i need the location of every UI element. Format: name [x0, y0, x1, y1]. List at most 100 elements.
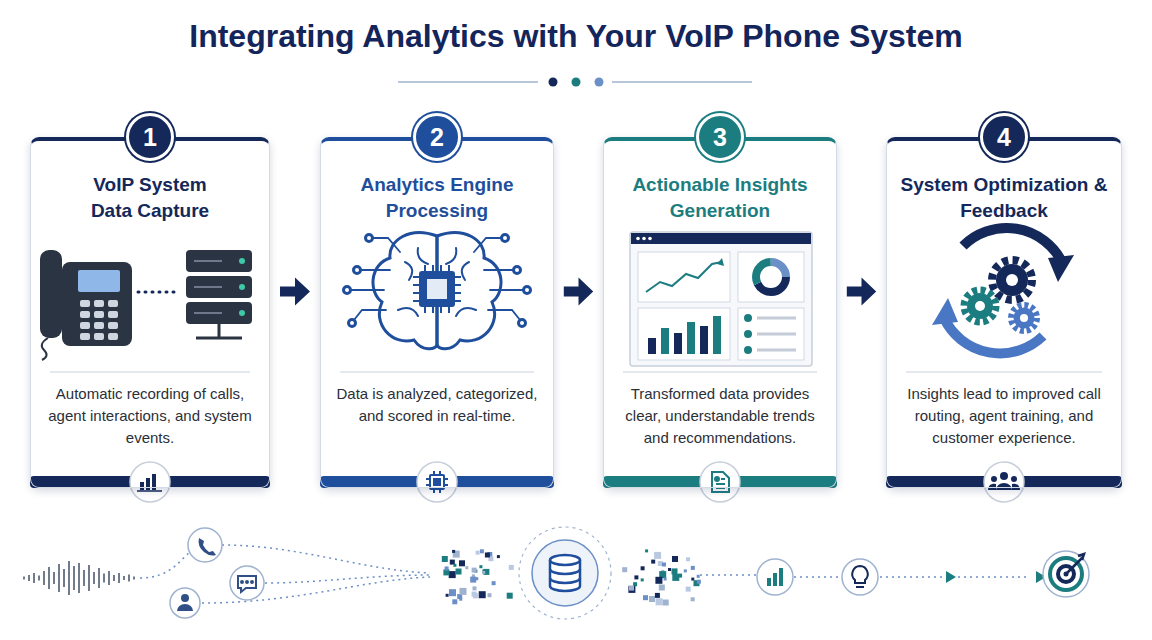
gear-icon — [1020, 314, 1028, 322]
data-pixel — [473, 593, 478, 598]
result-icons — [779, 568, 783, 586]
dashboard-icon — [744, 346, 752, 354]
phone-icon — [40, 250, 132, 360]
flow-dots — [140, 552, 190, 578]
arrow-shape — [280, 277, 310, 305]
dashboard-icon — [648, 237, 652, 241]
gear-icon — [964, 290, 996, 322]
title-rule — [595, 78, 604, 87]
result-icons — [773, 573, 777, 586]
data-pixel — [622, 567, 627, 572]
data-pixel — [460, 588, 467, 595]
footer-document-icon — [712, 472, 729, 492]
flow-dots — [700, 574, 756, 576]
footer-icon-circle — [417, 462, 457, 502]
separator-line — [623, 372, 817, 373]
dashboard-icon — [642, 237, 646, 241]
flow-dots — [794, 576, 840, 578]
wave-stroke — [23, 577, 25, 580]
brain-icon — [354, 267, 361, 274]
data-pixel — [629, 586, 634, 591]
footer-people-icon — [988, 484, 996, 490]
wave-stroke — [48, 567, 50, 589]
step-badge: 3 — [696, 113, 744, 161]
database-icon — [519, 527, 611, 619]
footer-icon-circle — [984, 462, 1024, 502]
brain-icon — [519, 320, 526, 327]
wave-stroke — [78, 563, 80, 593]
person-glyph — [181, 594, 189, 602]
phone-icon — [80, 300, 120, 340]
dashboard-icon — [738, 308, 804, 360]
step-badge: 4 — [980, 113, 1028, 161]
dashboard-icon — [757, 318, 796, 350]
process-card: VoIP System Data CaptureAutomatic record… — [30, 137, 270, 488]
wave-stroke — [73, 566, 75, 590]
footer-bar-icon — [137, 490, 162, 492]
card-body: Insights lead to improved call routing, … — [898, 383, 1110, 449]
gear-icon — [1014, 308, 1035, 329]
dashboard-icon — [687, 322, 695, 354]
data-pixel — [663, 600, 669, 606]
server-icon — [239, 310, 245, 316]
brain-icon — [524, 287, 531, 294]
cycle-icon — [932, 228, 1074, 353]
wave-stroke — [118, 573, 120, 583]
data-pixel — [641, 566, 645, 570]
wave-stroke — [98, 568, 100, 588]
wave-stroke — [38, 576, 40, 581]
chat-glyph — [246, 581, 248, 583]
database-icon — [550, 555, 580, 565]
phone-icon — [62, 262, 132, 346]
data-pixel — [668, 568, 671, 571]
chat-glyph — [238, 576, 256, 592]
gear-icon — [964, 260, 1037, 331]
server-icon — [186, 250, 252, 272]
gear-icon — [967, 293, 993, 319]
gear-icon — [975, 301, 985, 311]
dashboard-icon — [631, 233, 811, 244]
data-pixel — [684, 569, 687, 572]
step-badge: 2 — [413, 113, 461, 161]
dashboard-icon — [648, 338, 656, 354]
chat-glyph — [241, 581, 243, 583]
data-pixel — [672, 556, 678, 562]
data-pixel — [678, 574, 682, 578]
result-icons — [946, 571, 956, 583]
dashboard-icon — [646, 262, 722, 292]
data-pixel — [691, 597, 695, 601]
data-pixel — [453, 551, 460, 558]
card-body: Data is analyzed, categorized, and score… — [331, 383, 543, 427]
data-pixel — [473, 586, 477, 590]
footer-bar-icon — [140, 482, 144, 490]
data-pixel — [485, 553, 490, 558]
process-card: Analytics Engine ProcessingData is analy… — [320, 137, 554, 488]
data-pixel — [479, 591, 486, 598]
dashboard-icon — [700, 326, 708, 354]
data-pixel — [643, 595, 648, 600]
database-icon — [532, 540, 598, 606]
data-pixel — [649, 596, 655, 602]
cycle-icon — [1048, 255, 1074, 282]
data-pixel — [476, 551, 480, 555]
footer-icon-circle — [130, 462, 170, 502]
source-icons — [170, 588, 200, 618]
brain-icon — [350, 238, 524, 320]
dashboard-icon — [738, 252, 804, 302]
data-pixel — [654, 552, 661, 559]
person-glyph — [177, 594, 193, 611]
chat-glyph — [238, 576, 256, 592]
footer-people-icon — [991, 476, 997, 482]
wave-stroke — [93, 572, 95, 584]
data-pixel — [507, 593, 513, 599]
server-icon — [194, 286, 222, 288]
target-icon — [1043, 551, 1089, 597]
wave-stroke — [133, 577, 135, 580]
data-pixel — [672, 568, 678, 574]
chip-icon — [427, 279, 447, 299]
chip-icon — [413, 265, 461, 313]
wave-stroke — [108, 571, 110, 585]
data-pixel — [641, 578, 644, 581]
person-glyph — [177, 604, 193, 611]
